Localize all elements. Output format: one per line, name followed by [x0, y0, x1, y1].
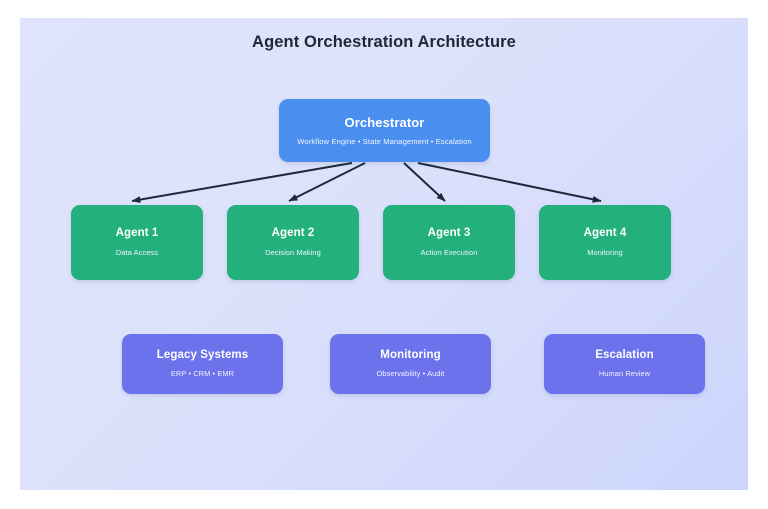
node-agent-1-subtitle: Data Access: [115, 248, 159, 258]
node-agent-3[interactable]: Agent 3 Action Execution: [383, 205, 515, 280]
diagram-canvas: Agent Orchestration Architecture Orchest…: [20, 18, 748, 490]
node-agent-1-title: Agent 1: [115, 227, 159, 240]
node-orchestrator[interactable]: Orchestrator Workflow Engine • State Man…: [279, 99, 490, 162]
node-monitoring-title: Monitoring: [380, 349, 441, 362]
arrow-orchestrator-to-agent-4: [417, 162, 602, 203]
arrow-orchestrator-to-agent-3: [403, 162, 446, 202]
node-escalation-subtitle: Human Review: [598, 369, 651, 379]
node-legacy-systems[interactable]: Legacy Systems ERP • CRM • EMR: [122, 334, 283, 394]
node-legacy-systems-subtitle: ERP • CRM • EMR: [170, 369, 235, 379]
node-agent-3-subtitle: Action Execution: [420, 248, 478, 258]
node-escalation-title: Escalation: [595, 349, 654, 362]
node-agent-2[interactable]: Agent 2 Decision Making: [227, 205, 359, 280]
node-agent-3-title: Agent 3: [427, 227, 471, 240]
page-title: Agent Orchestration Architecture: [252, 33, 516, 51]
node-orchestrator-subtitle: Workflow Engine • State Management • Esc…: [297, 136, 472, 146]
arrow-orchestrator-to-agent-2: [288, 162, 366, 202]
node-orchestrator-title: Orchestrator: [344, 114, 425, 130]
node-agent-2-subtitle: Decision Making: [265, 248, 321, 258]
node-monitoring-subtitle: Observability • Audit: [376, 369, 445, 379]
node-agent-4-title: Agent 4: [583, 227, 627, 240]
node-agent-4-subtitle: Monitoring: [587, 248, 623, 258]
node-legacy-systems-title: Legacy Systems: [156, 349, 249, 362]
node-monitoring[interactable]: Monitoring Observability • Audit: [330, 334, 491, 394]
node-escalation[interactable]: Escalation Human Review: [544, 334, 705, 394]
node-agent-1[interactable]: Agent 1 Data Access: [71, 205, 203, 280]
node-agent-4[interactable]: Agent 4 Monitoring: [539, 205, 671, 280]
node-agent-2-title: Agent 2: [271, 227, 315, 240]
arrow-orchestrator-to-agent-1: [131, 162, 353, 204]
